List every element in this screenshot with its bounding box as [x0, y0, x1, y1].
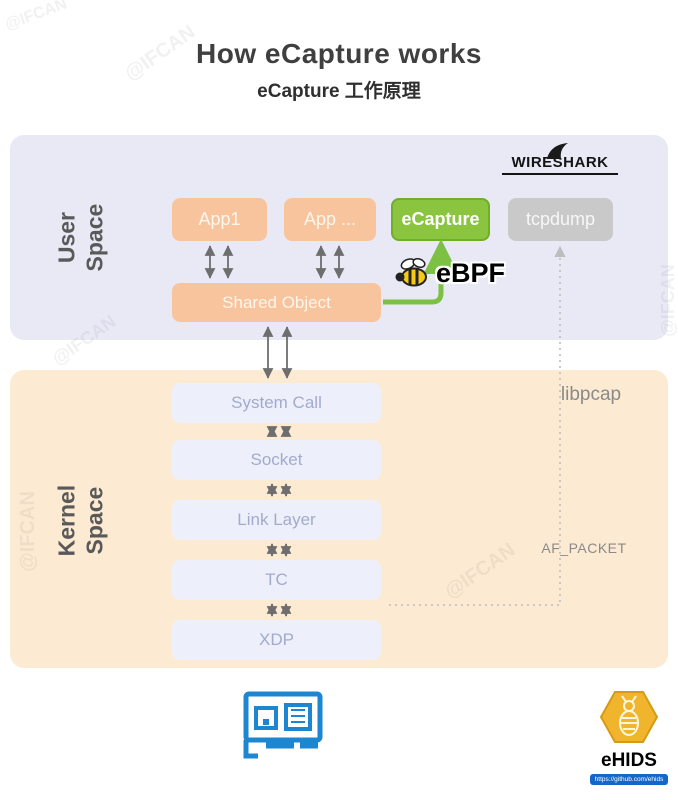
layer-tc: TC	[172, 560, 381, 600]
user-space-label: User Space	[53, 203, 107, 272]
watermark: @IFCAN	[2, 0, 70, 34]
app-more-box: App ...	[284, 198, 376, 241]
tcpdump-box: tcpdump	[508, 198, 613, 241]
kernel-space-label: Kernel Space	[53, 484, 107, 557]
network-interface-card-icon	[230, 688, 330, 771]
ehids-label: eHIDS	[601, 750, 657, 771]
layer-system-call: System Call	[172, 383, 381, 423]
layer-xdp: XDP	[172, 620, 381, 660]
page-subtitle: eCapture 工作原理	[257, 81, 421, 102]
ebpf-logo: eBPF	[394, 256, 505, 290]
ehids-logo: eHIDS https://github.com/ehids	[590, 690, 668, 785]
wireshark-label: WIRESHARK	[502, 154, 618, 175]
shark-fin-icon	[547, 143, 568, 159]
layer-socket: Socket	[172, 440, 381, 480]
af-packet-label: AF_PACKET	[541, 540, 627, 556]
libpcap-label: libpcap	[560, 384, 622, 405]
ecapture-box: eCapture	[391, 198, 490, 241]
app1-box: App1	[172, 198, 267, 241]
shared-object-box: Shared Object	[172, 283, 381, 322]
layer-link-layer: Link Layer	[172, 500, 381, 540]
ebpf-label: eBPF	[436, 257, 506, 288]
ehids-url-banner[interactable]: https://github.com/ehids	[590, 774, 668, 785]
wireshark-logo: WIRESHARK	[502, 143, 618, 175]
ehids-hexagon-bee-icon	[599, 691, 659, 743]
bee-icon	[395, 257, 427, 287]
page-title: How eCapture works	[196, 38, 482, 69]
